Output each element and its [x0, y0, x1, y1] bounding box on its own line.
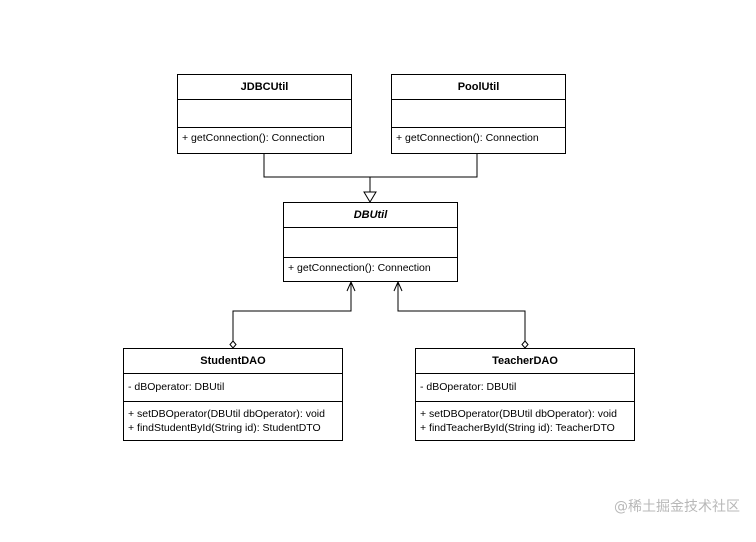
poolutil-connector — [370, 153, 478, 178]
class-poolutil[interactable]: PoolUtil + getConnection(): Connection — [391, 74, 566, 154]
operation: + setDBOperator(DBUtil dbOperator): void — [420, 408, 617, 420]
operations-compartment: + getConnection(): Connection — [392, 128, 565, 148]
attributes-compartment — [392, 100, 565, 128]
generalization-arrowhead — [363, 191, 377, 203]
attributes-compartment: - dBOperator: DBUtil — [416, 374, 634, 402]
operations-compartment: + getConnection(): Connection — [178, 128, 351, 148]
attributes-compartment — [178, 100, 351, 128]
studentdao-arrowhead — [346, 280, 356, 292]
class-teacherdao[interactable]: TeacherDAO - dBOperator: DBUtil + setDBO… — [415, 348, 635, 441]
operation: + findStudentById(String id): StudentDTO — [128, 422, 321, 434]
teacherdao-connector — [397, 282, 526, 341]
class-name: DBUtil — [284, 203, 457, 228]
class-name: TeacherDAO — [416, 349, 634, 374]
operations-compartment: + getConnection(): Connection — [284, 258, 457, 278]
attribute: - dBOperator: DBUtil — [420, 381, 517, 393]
watermark: @稀土掘金技术社区 — [614, 499, 740, 515]
attributes-compartment: - dBOperator: DBUtil — [124, 374, 342, 402]
studentdao-connector — [232, 282, 352, 341]
class-dbutil[interactable]: DBUtil + getConnection(): Connection — [283, 202, 458, 282]
class-jdbcutil[interactable]: JDBCUtil + getConnection(): Connection — [177, 74, 352, 154]
operation: + findTeacherById(String id): TeacherDTO — [420, 422, 615, 434]
class-name: StudentDAO — [124, 349, 342, 374]
operations-compartment: + setDBOperator(DBUtil dbOperator): void… — [124, 402, 342, 438]
class-name: JDBCUtil — [178, 75, 351, 100]
class-studentdao[interactable]: StudentDAO - dBOperator: DBUtil + setDBO… — [123, 348, 343, 441]
operations-compartment: + setDBOperator(DBUtil dbOperator): void… — [416, 402, 634, 438]
teacherdao-arrowhead — [393, 280, 403, 292]
teacherdao-diamond — [521, 340, 529, 349]
studentdao-diamond — [229, 340, 237, 349]
class-name: PoolUtil — [392, 75, 565, 100]
operation: + getConnection(): Connection — [182, 132, 325, 144]
operation: + getConnection(): Connection — [288, 262, 431, 274]
attribute: - dBOperator: DBUtil — [128, 381, 225, 393]
operation: + getConnection(): Connection — [396, 132, 539, 144]
attributes-compartment — [284, 228, 457, 258]
jdbcutil-connector — [263, 153, 370, 178]
operation: + setDBOperator(DBUtil dbOperator): void — [128, 408, 325, 420]
